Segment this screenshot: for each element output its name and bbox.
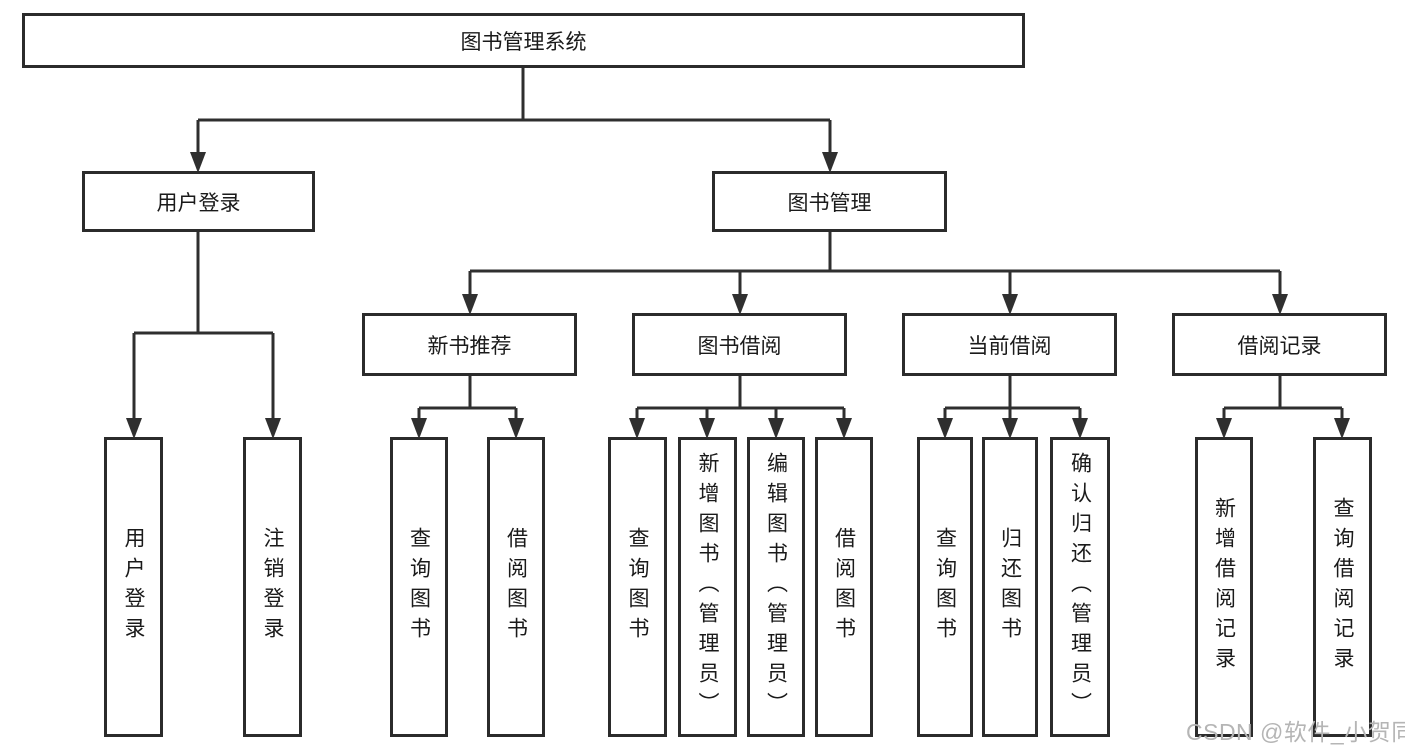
node-book-management: 图书管理 [712,171,947,232]
arrow-icon [629,418,645,439]
arrow-icon [1072,418,1088,439]
leaf-label: 编辑图书（管理员） [764,452,788,722]
connector-user-login-children [132,232,275,419]
arrow-icon [732,294,748,315]
leaf-return-books: 归还图书 [982,437,1038,737]
leaf-borrow-books: 借阅图书 [815,437,873,737]
leaf-query-books-recommend: 查询图书 [390,437,448,737]
leaf-label: 归还图书 [998,527,1022,647]
arrow-icon [699,418,715,439]
arrow-icon [836,418,852,439]
leaf-label: 新增图书（管理员） [696,452,719,722]
arrow-icon [1272,294,1288,315]
leaf-label: 用户登录 [122,527,145,647]
leaf-query-books-current: 查询图书 [917,437,973,737]
arrow-icon [411,418,427,439]
leaf-add-book-admin: 新增图书（管理员） [678,437,737,737]
leaf-edit-book-admin: 编辑图书（管理员） [747,437,805,737]
leaf-label: 确认归还（管理员） [1068,452,1092,722]
leaf-add-borrow-record: 新增借阅记录 [1195,437,1253,737]
arrow-icon [1002,418,1018,439]
node-new-book-recommend: 新书推荐 [362,313,577,376]
connector-book-borrow-children [635,376,846,419]
node-book-borrow: 图书借阅 [632,313,847,376]
connector-root-to-level2 [196,68,832,153]
arrow-icon [1002,294,1018,315]
leaf-label: 查询借阅记录 [1331,497,1354,677]
arrow-icon [822,152,838,173]
leaf-confirm-return-admin: 确认归还（管理员） [1050,437,1110,737]
watermark: CSDN @软件_小贺同学 [1186,719,1405,745]
leaf-label: 查询图书 [407,527,431,647]
node-borrow-records: 借阅记录 [1172,313,1387,376]
node-book-management-system: 图书管理系统 [22,13,1025,68]
leaf-query-borrow-record: 查询借阅记录 [1313,437,1372,737]
leaf-label: 借阅图书 [832,527,856,647]
arrow-icon [190,152,206,173]
node-current-borrow: 当前借阅 [902,313,1117,376]
connector-current-borrow-children [943,376,1082,419]
arrow-icon [508,418,524,439]
leaf-logout: 注销登录 [243,437,302,737]
connector-borrow-records-children [1222,376,1344,419]
arrow-icon [1216,418,1232,439]
connector-new-book-children [417,376,518,419]
arrow-icon [265,418,281,439]
leaf-label: 注销登录 [261,527,284,647]
node-user-login: 用户登录 [82,171,315,232]
leaf-label: 查询图书 [933,527,957,647]
leaf-label: 借阅图书 [504,527,528,647]
arrow-icon [768,418,784,439]
leaf-query-books-borrow: 查询图书 [608,437,667,737]
arrow-icon [1334,418,1350,439]
arrow-icon [126,418,142,439]
arrow-icon [462,294,478,315]
arrow-icon [937,418,953,439]
connector-book-management-children [468,232,1282,295]
leaf-borrow-books-recommend: 借阅图书 [487,437,545,737]
leaf-label: 新增借阅记录 [1212,497,1236,677]
leaf-label: 查询图书 [626,527,649,647]
leaf-user-login: 用户登录 [104,437,163,737]
